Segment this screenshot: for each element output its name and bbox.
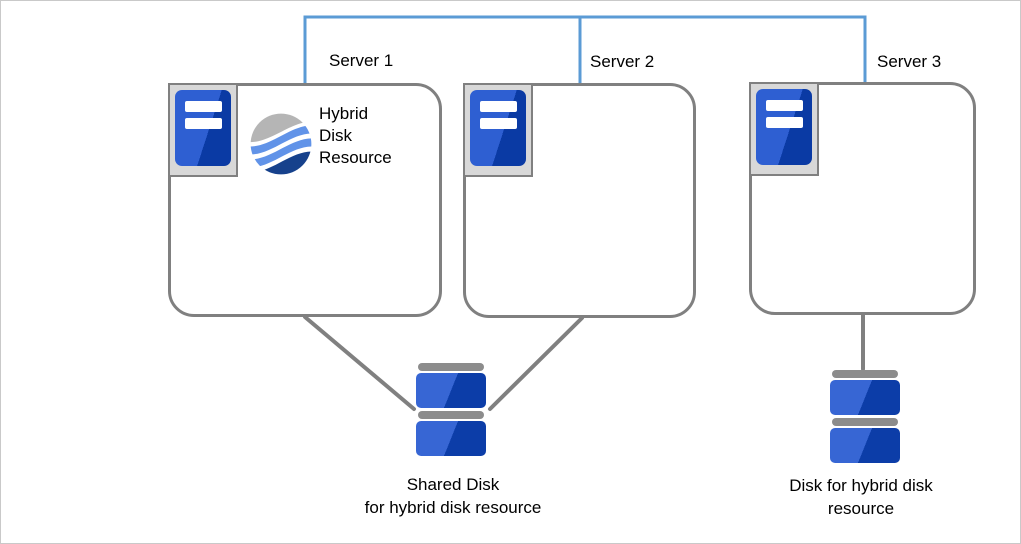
hybrid-disk-caption-line: Disk for hybrid disk <box>789 476 933 495</box>
server-slot <box>480 101 517 112</box>
server-tower-body <box>175 90 231 166</box>
shared-disk-icon <box>416 363 486 459</box>
server-slot <box>185 118 222 129</box>
shared-disk-caption: Shared Disk for hybrid disk resource <box>293 473 613 519</box>
disk-platter <box>416 421 486 456</box>
interconnect-line <box>303 15 867 83</box>
disk-cap <box>832 418 898 426</box>
server-tower-body <box>756 89 812 165</box>
disk-cap <box>832 370 898 378</box>
disk-cap <box>418 411 484 419</box>
server-tower-icon <box>168 83 238 177</box>
server-2-label: Server 2 <box>590 52 655 71</box>
disk-connection-lines <box>303 313 865 411</box>
hybrid-disk-caption: Disk for hybrid disk resource <box>701 474 1020 520</box>
server-slot <box>766 117 803 128</box>
disk-cap <box>418 363 484 371</box>
server-slot <box>480 118 517 129</box>
hybrid-disk-icon <box>830 370 900 466</box>
server-tower-body <box>470 90 526 166</box>
server-tower-icon <box>749 82 819 176</box>
shared-disk-caption-line: Shared Disk <box>406 475 500 494</box>
server-2-box <box>463 83 696 318</box>
server-1-label: Server 1 <box>329 51 394 70</box>
wave-sphere-icon <box>250 113 312 175</box>
hybrid-disk-resource-label: Hybrid Disk Resource <box>319 104 392 167</box>
shared-disk-caption-line: for hybrid disk resource <box>364 498 542 517</box>
server-slot <box>185 101 222 112</box>
server-tower-icon <box>463 83 533 177</box>
server-slot <box>766 100 803 111</box>
server-3-label: Server 3 <box>877 52 942 71</box>
disk-platter <box>830 380 900 415</box>
hybrid-disk-caption-line: resource <box>827 499 895 518</box>
disk-platter <box>830 428 900 463</box>
disk-platter <box>416 373 486 408</box>
